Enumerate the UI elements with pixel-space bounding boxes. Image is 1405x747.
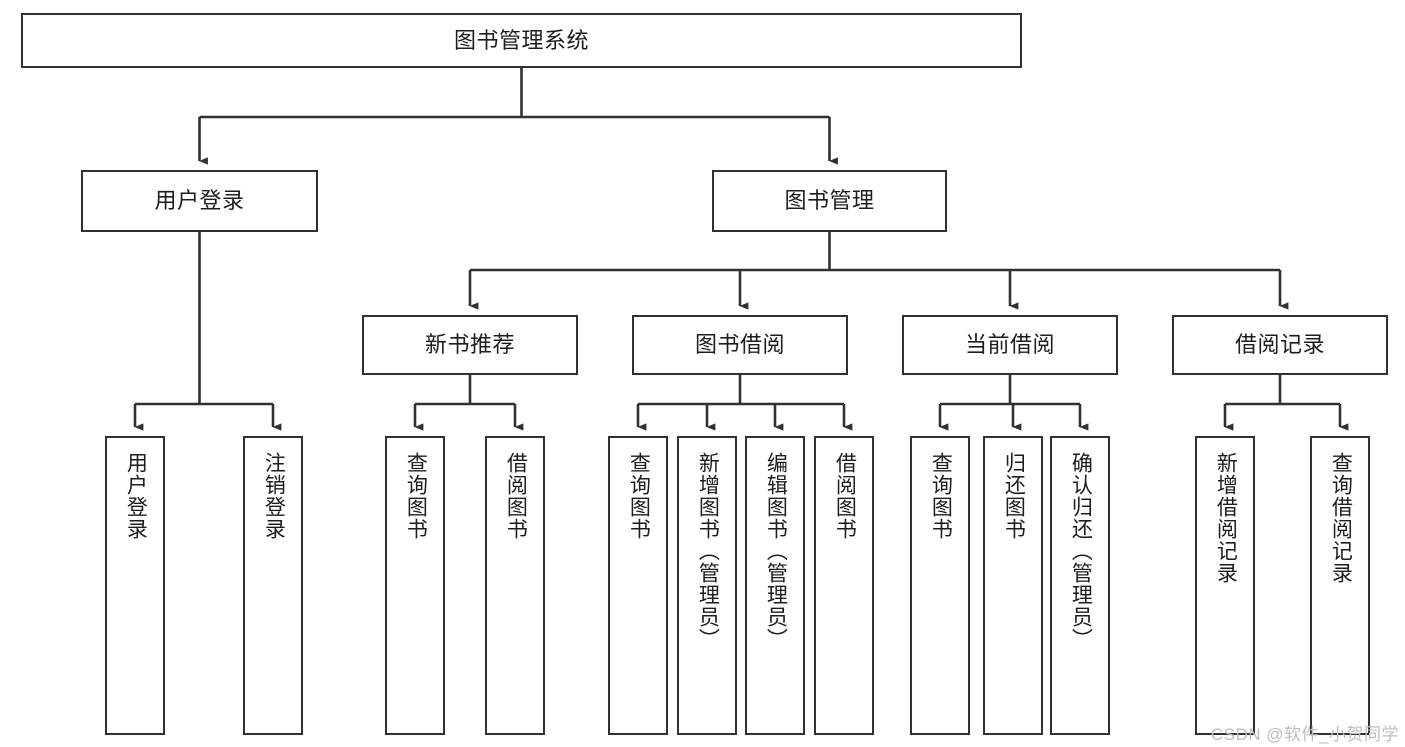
node-book_mgmt[interactable]: 图书管理 (712, 170, 947, 232)
node-leaf_br_add[interactable]: 新增借阅记录 (1195, 436, 1255, 735)
node-label: 查询图书 (627, 452, 651, 540)
node-leaf_cb_confirm[interactable]: 确认归还（管理员） (1050, 436, 1110, 735)
node-label: 注销登录 (262, 452, 286, 540)
node-leaf_bb_query[interactable]: 查询图书 (608, 436, 668, 735)
node-leaf_user_login[interactable]: 用户登录 (105, 436, 165, 735)
node-leaf_bb_add[interactable]: 新增图书（管理员） (677, 436, 737, 735)
node-leaf_logout[interactable]: 注销登录 (243, 436, 303, 735)
node-leaf_bb_borrow[interactable]: 借阅图书 (814, 436, 874, 735)
watermark-text: CSDN @软件_小贺同学 (1210, 725, 1399, 744)
node-leaf_nbr_query[interactable]: 查询图书 (385, 436, 445, 735)
node-new_book_rec[interactable]: 新书推荐 (362, 315, 578, 375)
node-label: 借阅记录 (1234, 332, 1325, 358)
node-label: 新增借阅记录 (1214, 452, 1238, 584)
node-label: 图书借阅 (694, 332, 785, 358)
node-label: 图书管理系统 (453, 27, 589, 53)
node-leaf_br_query[interactable]: 查询借阅记录 (1310, 436, 1370, 735)
node-label: 查询图书 (404, 452, 428, 540)
node-label: 新书推荐 (424, 332, 515, 358)
node-leaf_cb_return[interactable]: 归还图书 (983, 436, 1043, 735)
node-leaf_bb_edit[interactable]: 编辑图书（管理员） (745, 436, 805, 735)
node-label: 当前借阅 (964, 332, 1055, 358)
node-label: 图书管理 (784, 188, 875, 214)
node-borrow_record[interactable]: 借阅记录 (1172, 315, 1388, 375)
node-label: 编辑图书（管理员） (764, 452, 788, 650)
node-label: 用户登录 (124, 452, 148, 540)
node-label: 查询图书 (929, 452, 953, 540)
node-label: 查询借阅记录 (1329, 452, 1353, 584)
node-label: 归还图书 (1002, 452, 1026, 540)
node-label: 用户登录 (154, 188, 245, 214)
node-label: 借阅图书 (833, 452, 857, 540)
node-label: 新增图书（管理员） (696, 452, 720, 650)
node-user_login[interactable]: 用户登录 (81, 170, 318, 232)
node-current_borrow[interactable]: 当前借阅 (902, 315, 1118, 375)
node-leaf_cb_query[interactable]: 查询图书 (910, 436, 970, 735)
node-root[interactable]: 图书管理系统 (21, 13, 1022, 68)
node-leaf_nbr_borrow[interactable]: 借阅图书 (485, 436, 545, 735)
node-label: 借阅图书 (504, 452, 528, 540)
node-label: 确认归还（管理员） (1069, 452, 1093, 650)
node-book_borrow[interactable]: 图书借阅 (632, 315, 848, 375)
